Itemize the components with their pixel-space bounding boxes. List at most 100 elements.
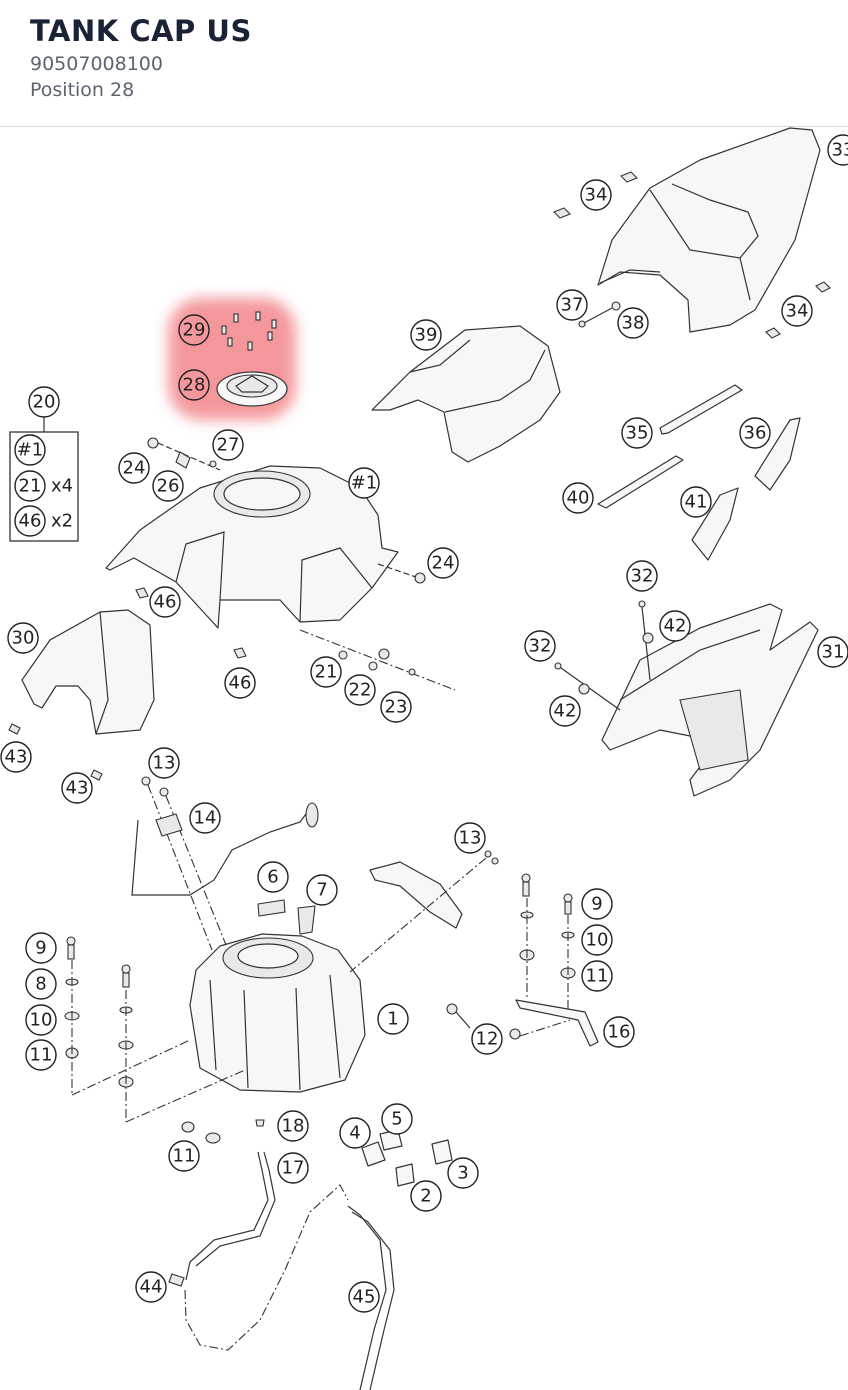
- callout-27[interactable]: 27: [212, 429, 244, 461]
- callout-11[interactable]: 11: [168, 1140, 200, 1172]
- seat-clips-drawing[interactable]: [553, 171, 831, 339]
- svg-text:11: 11: [173, 1146, 196, 1167]
- callout-46[interactable]: 46: [224, 667, 256, 699]
- callout-32[interactable]: 32: [626, 560, 658, 592]
- rear-seat-drawing[interactable]: [597, 127, 821, 333]
- callout-39[interactable]: 39: [410, 319, 442, 351]
- svg-text:35: 35: [626, 423, 649, 444]
- svg-text:13: 13: [459, 828, 482, 849]
- svg-text:46: 46: [229, 673, 252, 694]
- kit-row-qty: x4: [51, 476, 73, 497]
- fuel-tank-drawing[interactable]: [189, 933, 366, 1093]
- kit-row: #1: [14, 434, 46, 466]
- svg-text:34: 34: [585, 185, 608, 206]
- callout-43[interactable]: 43: [0, 741, 32, 773]
- callout-43[interactable]: 43: [61, 772, 93, 804]
- callout-hash1[interactable]: #1: [348, 467, 380, 499]
- svg-text:45: 45: [353, 1287, 376, 1308]
- front-fairing-drawing[interactable]: [21, 609, 155, 735]
- callout-37[interactable]: 37: [556, 289, 588, 321]
- callout-45[interactable]: 45: [348, 1281, 380, 1313]
- svg-text:6: 6: [267, 867, 278, 888]
- callout-42[interactable]: 42: [549, 695, 581, 727]
- callout-42[interactable]: 42: [659, 610, 691, 642]
- callout-16[interactable]: 16: [603, 1016, 635, 1048]
- svg-text:5: 5: [391, 1109, 402, 1130]
- callout-10[interactable]: 10: [25, 1004, 57, 1036]
- callout-8[interactable]: 8: [25, 968, 57, 1000]
- svg-text:22: 22: [349, 680, 372, 701]
- svg-text:21: 21: [315, 662, 338, 683]
- kit-row: 21 x4: [14, 470, 73, 502]
- callout-22[interactable]: 22: [344, 674, 376, 706]
- svg-text:3: 3: [457, 1163, 468, 1184]
- callout-31[interactable]: 31: [817, 636, 848, 668]
- callout-1[interactable]: 1: [377, 1003, 409, 1035]
- callout-29[interactable]: 29: [178, 314, 210, 346]
- tank-mount-hardware-drawing[interactable]: [64, 873, 599, 1123]
- callout-46[interactable]: 46: [149, 586, 181, 618]
- callout-13[interactable]: 13: [454, 822, 486, 854]
- callout-35[interactable]: 35: [621, 417, 653, 449]
- callout-28[interactable]: 28: [178, 369, 210, 401]
- svg-text:13: 13: [153, 753, 176, 774]
- callout-24[interactable]: 24: [118, 452, 150, 484]
- kit-row: 46 x2: [14, 505, 73, 537]
- cover-hardware-drawing[interactable]: [8, 437, 456, 781]
- callout-40[interactable]: 40: [562, 482, 594, 514]
- tank-cap-screws-drawing[interactable]: [221, 311, 277, 351]
- callout-3[interactable]: 3: [447, 1157, 479, 1189]
- rear-subframe-drawing[interactable]: [554, 600, 819, 797]
- callout-labels: 29 28 39 34 34 33 37 38 35 36 40 41 27 2…: [0, 134, 848, 1313]
- tank-cover-drawing[interactable]: [105, 465, 399, 629]
- part-position: Position 28: [30, 79, 135, 101]
- fuel-pump-bracket-drawing[interactable]: [131, 776, 499, 973]
- callout-41[interactable]: 41: [680, 486, 712, 518]
- svg-text:9: 9: [591, 894, 602, 915]
- callout-12[interactable]: 12: [471, 1023, 503, 1055]
- svg-text:44: 44: [140, 1277, 163, 1298]
- tank-cap-drawing[interactable]: [216, 371, 288, 407]
- svg-text:10: 10: [586, 930, 609, 951]
- svg-text:9: 9: [35, 938, 46, 959]
- callout-36[interactable]: 36: [739, 417, 771, 449]
- svg-text:31: 31: [822, 642, 845, 663]
- callout-26[interactable]: 26: [152, 470, 184, 502]
- callout-38[interactable]: 38: [617, 307, 649, 339]
- callout-24[interactable]: 24: [427, 547, 459, 579]
- trim-strips-drawing[interactable]: [597, 384, 801, 561]
- svg-text:24: 24: [432, 553, 455, 574]
- callout-11[interactable]: 11: [25, 1039, 57, 1071]
- kit-box: 20 #1 21 x4 46 x2: [9, 386, 79, 542]
- callout-34[interactable]: 34: [580, 179, 612, 211]
- callout-30[interactable]: 30: [7, 622, 39, 654]
- callout-10[interactable]: 10: [581, 924, 613, 956]
- callout-13[interactable]: 13: [148, 747, 180, 779]
- callout-14[interactable]: 14: [189, 802, 221, 834]
- callout-5[interactable]: 5: [381, 1103, 413, 1135]
- svg-text:34: 34: [786, 301, 809, 322]
- callout-2[interactable]: 2: [410, 1180, 442, 1212]
- callout-32[interactable]: 32: [524, 630, 556, 662]
- bottom-parts-drawing[interactable]: [168, 1119, 453, 1390]
- callout-4[interactable]: 4: [339, 1117, 371, 1149]
- svg-text:41: 41: [685, 492, 708, 513]
- callout-11[interactable]: 11: [581, 960, 613, 992]
- callout-33[interactable]: 33: [827, 134, 848, 166]
- callout-17[interactable]: 17: [277, 1152, 309, 1184]
- callout-18[interactable]: 18: [277, 1110, 309, 1142]
- front-seat-drawing[interactable]: [371, 325, 561, 463]
- callout-6[interactable]: 6: [257, 861, 289, 893]
- diagram-svg: 20 #1 21 x4 46 x2 29 28 39 34 34 33 37 3…: [0, 127, 848, 1390]
- callout-21[interactable]: 21: [310, 656, 342, 688]
- callout-9[interactable]: 9: [25, 932, 57, 964]
- callout-7[interactable]: 7: [306, 874, 338, 906]
- svg-text:43: 43: [5, 747, 28, 768]
- callout-44[interactable]: 44: [135, 1271, 167, 1303]
- part-number: 90507008100: [30, 53, 163, 75]
- callout-9[interactable]: 9: [581, 888, 613, 920]
- callout-34[interactable]: 34: [781, 295, 813, 327]
- callout-23[interactable]: 23: [380, 691, 412, 723]
- svg-text:26: 26: [157, 476, 180, 497]
- svg-text:10: 10: [30, 1010, 53, 1031]
